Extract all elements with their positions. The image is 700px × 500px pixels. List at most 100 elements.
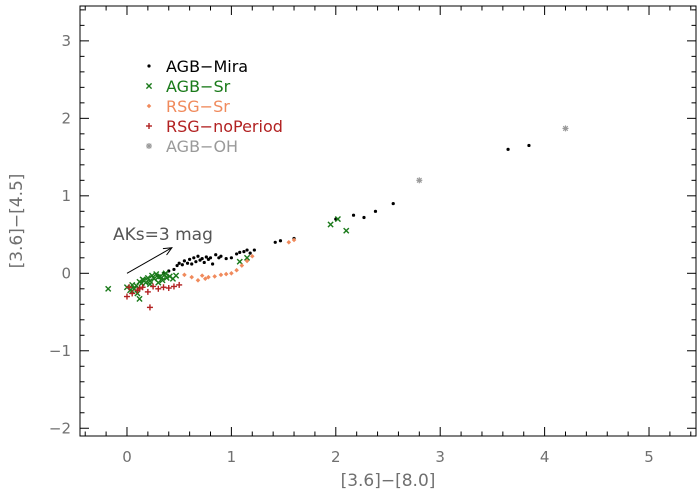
x-stroke [172, 272, 180, 279]
data-point [208, 256, 213, 260]
x-stroke [146, 281, 154, 288]
data-point [160, 284, 167, 291]
x-tick-label: 0 [122, 448, 132, 466]
data-point [172, 272, 180, 279]
data-point [416, 177, 423, 184]
axis-ticks [80, 6, 696, 436]
data-point [234, 267, 239, 273]
data-point [144, 288, 151, 295]
data-point [172, 267, 176, 272]
data-point [123, 293, 130, 300]
data-point [165, 285, 172, 292]
data-point [562, 125, 569, 132]
data-point [182, 272, 187, 278]
x-tick-label: 2 [331, 448, 341, 466]
y-tick-label: 2 [61, 109, 71, 127]
y-tick-label: 0 [61, 264, 71, 282]
legend-marker [145, 82, 153, 90]
data-point [278, 239, 283, 243]
data-point [206, 274, 211, 280]
legend-marker [146, 123, 152, 129]
legend-marker [146, 143, 152, 149]
x-stroke [151, 275, 158, 282]
data-point [273, 240, 277, 244]
data-point [202, 276, 208, 282]
x-tick-label: 1 [227, 448, 237, 466]
x-stroke [243, 254, 251, 261]
data-point [527, 143, 531, 148]
y-tick-label: −1 [49, 342, 71, 360]
data-point [351, 213, 356, 217]
x-stroke [155, 279, 162, 286]
data-marks [105, 125, 569, 311]
data-point [224, 256, 228, 261]
legend-label: RSG−noPeriod [166, 117, 283, 136]
data-point [245, 248, 249, 252]
data-point [136, 295, 143, 302]
data-point [212, 274, 217, 279]
data-point [243, 254, 251, 261]
x-stroke [139, 276, 146, 283]
data-point [175, 263, 179, 268]
y-tick-label: 3 [61, 32, 71, 50]
legend-item: AGB−OH [146, 137, 238, 156]
x-stroke [145, 82, 153, 90]
data-point [195, 277, 201, 283]
legend-marker [146, 103, 152, 109]
data-point [223, 271, 229, 277]
data-point [286, 240, 292, 245]
legend-label: AGB−OH [166, 137, 238, 156]
x-stroke [334, 215, 341, 223]
annotation-arrow-shaft [126, 247, 173, 274]
data-point [105, 285, 112, 292]
data-point [244, 258, 250, 264]
data-point [157, 273, 164, 280]
data-point [291, 237, 297, 243]
x-stroke [142, 279, 149, 286]
y-tick-label: −2 [49, 419, 71, 437]
data-point [229, 270, 234, 276]
x-stroke [127, 287, 134, 294]
data-point [249, 253, 255, 259]
data-point [391, 201, 395, 206]
asterisk-stroke [146, 143, 152, 149]
legend-item: RSG−Sr [146, 97, 230, 116]
legend-label: AGB−Sr [166, 77, 231, 96]
series-0 [156, 143, 531, 278]
data-point [153, 270, 160, 278]
data-point [238, 250, 242, 254]
data-point [199, 273, 205, 278]
data-point [236, 258, 243, 265]
x-stroke [136, 295, 143, 302]
data-point [239, 263, 245, 268]
data-point [189, 274, 195, 280]
data-point [176, 281, 183, 288]
data-point [155, 285, 162, 292]
data-point [204, 255, 208, 259]
series-4 [416, 125, 569, 184]
data-point [362, 215, 366, 220]
data-point [188, 257, 192, 261]
data-point [139, 284, 146, 291]
data-point [144, 274, 151, 282]
data-point [177, 261, 181, 265]
x-stroke [153, 270, 160, 278]
x-stroke [163, 274, 170, 282]
legend-label: AGB−Mira [166, 57, 248, 76]
data-point [192, 256, 196, 260]
asterisk-stroke [562, 125, 569, 132]
legend-label: RSG−Sr [166, 97, 230, 116]
data-point [136, 285, 143, 292]
data-point [327, 221, 334, 228]
data-point [163, 274, 170, 282]
data-point [194, 260, 198, 264]
x-stroke [166, 273, 173, 280]
legend-item: AGB−Mira [147, 57, 248, 76]
series-3 [123, 281, 183, 311]
annotation-label: AKs=3 mag [113, 225, 213, 245]
asterisk-stroke [416, 177, 422, 183]
data-point [334, 215, 341, 223]
data-point [210, 262, 215, 266]
data-point [146, 304, 153, 311]
